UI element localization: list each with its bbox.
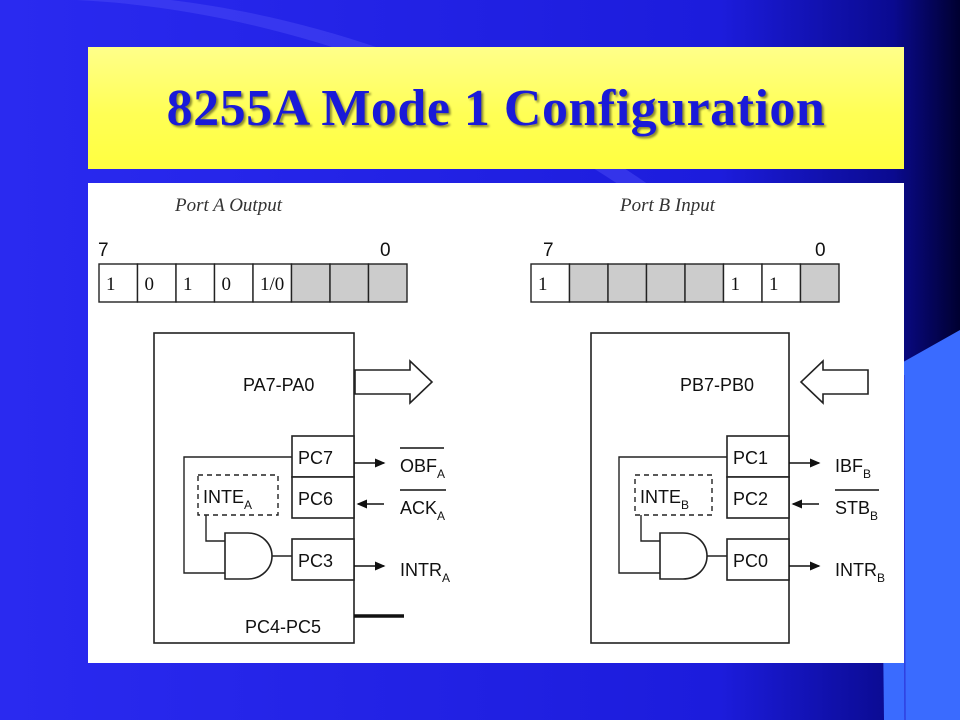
wire-inte-b-to-gate — [640, 515, 660, 542]
inte-a-flipflop — [197, 474, 279, 516]
pin-box-pc2 — [726, 476, 790, 519]
port-b-bit-cell — [530, 263, 571, 303]
port-b-control-word: 1 1 1 — [530, 263, 840, 303]
signal-ibf-b: IBFB — [835, 456, 871, 481]
port-b-lsb-label: 0 — [815, 240, 826, 261]
pin-box-pc1 — [726, 435, 790, 478]
diagram-panel: Port A Output 7 0 1 0 1 0 1/0 PA7-PA0 PC7 PC… — [88, 183, 904, 663]
port-a-bit-cell — [136, 263, 177, 303]
pin-pc2: PC2 — [733, 489, 768, 509]
pin-pc0: PC0 — [733, 551, 768, 571]
signal-obf-a: OBFA — [400, 456, 445, 481]
port-a-bit-cell — [98, 263, 139, 303]
port-a-bit-value: 1 — [183, 274, 193, 295]
mode1-diagram: Port A Output 7 0 1 0 1 0 1/0 PA7-PA0 PC7 PC… — [98, 195, 885, 644]
wire-ibf-to-gate — [618, 456, 727, 574]
pin-pc4-pc5: PC4-PC5 — [245, 617, 321, 637]
port-b-header: Port B Input — [619, 195, 716, 216]
port-a-bit-cell — [290, 263, 331, 303]
port-a-bit-value: 1 — [106, 274, 116, 295]
port-a-bit-value: 0 — [145, 274, 155, 295]
port-a-bit-cell — [213, 263, 254, 303]
port-b-bit-value: 1 — [731, 274, 741, 295]
signal-stb-b: STBB — [835, 498, 878, 523]
port-a-header: Port A Output — [174, 195, 283, 216]
port-a-bit-value: 0 — [222, 274, 232, 295]
port-a-bit-cell — [175, 263, 216, 303]
pin-pc3: PC3 — [298, 551, 333, 571]
port-b-bit-cell — [645, 263, 686, 303]
pin-pc6: PC6 — [298, 489, 333, 509]
port-b-bit-value: 1 — [769, 274, 779, 295]
port-b-bus-label: PB7-PB0 — [680, 375, 754, 395]
port-a-msb-label: 7 — [98, 240, 109, 261]
inte-a-label: INTEA — [203, 487, 252, 512]
signal-intr-b: INTRB — [835, 560, 885, 585]
port-a-output-arrow — [354, 359, 434, 405]
wire-obf-to-gate — [183, 456, 292, 574]
port-a-bit-cell — [367, 263, 408, 303]
port-b-bit-value: 1 — [538, 274, 548, 295]
title-banner: 8255A Mode 1 Configuration — [88, 47, 904, 169]
port-a-bit-cell — [252, 263, 293, 303]
port-a-bit-cell — [329, 263, 370, 303]
port-b-and-gate — [659, 532, 708, 580]
pin-pc7: PC7 — [298, 448, 333, 468]
port-a-lsb-label: 0 — [380, 240, 391, 261]
port-a-diagram: Port A Output 7 0 1 0 1 0 1/0 PA7-PA0 PC7 PC… — [98, 195, 450, 644]
slide-title: 8255A Mode 1 Configuration — [166, 79, 826, 137]
pin-box-pc7 — [291, 435, 355, 478]
pin-pc1: PC1 — [733, 448, 768, 468]
port-b-bit-cell — [722, 263, 763, 303]
port-a-bus-label: PA7-PA0 — [243, 375, 314, 395]
port-b-bit-cell — [761, 263, 802, 303]
port-b-input-arrow — [799, 359, 869, 405]
port-b-bit-cell — [799, 263, 840, 303]
inte-b-label: INTEB — [640, 487, 689, 512]
wire-inte-to-gate — [205, 515, 225, 542]
port-a-bit-value: 1/0 — [260, 274, 284, 295]
pin-box-pc6 — [291, 476, 355, 519]
port-b-msb-label: 7 — [543, 240, 554, 261]
pin-box-pc3 — [291, 538, 355, 581]
inte-b-flipflop — [634, 474, 713, 516]
pin-box-pc0 — [726, 538, 790, 581]
port-a-and-gate — [224, 532, 273, 580]
signal-intr-a: INTRA — [400, 560, 450, 585]
port-b-bit-cell — [568, 263, 609, 303]
port-b-bit-cell — [684, 263, 725, 303]
port-a-control-word: 1 0 1 0 1/0 — [98, 263, 408, 303]
port-b-diagram: Port B Input 7 0 1 1 1 PB7-PB0 PC1 PC2 PC0… — [530, 195, 885, 644]
port-b-bit-cell — [607, 263, 648, 303]
signal-ack-a: ACKA — [400, 498, 445, 523]
